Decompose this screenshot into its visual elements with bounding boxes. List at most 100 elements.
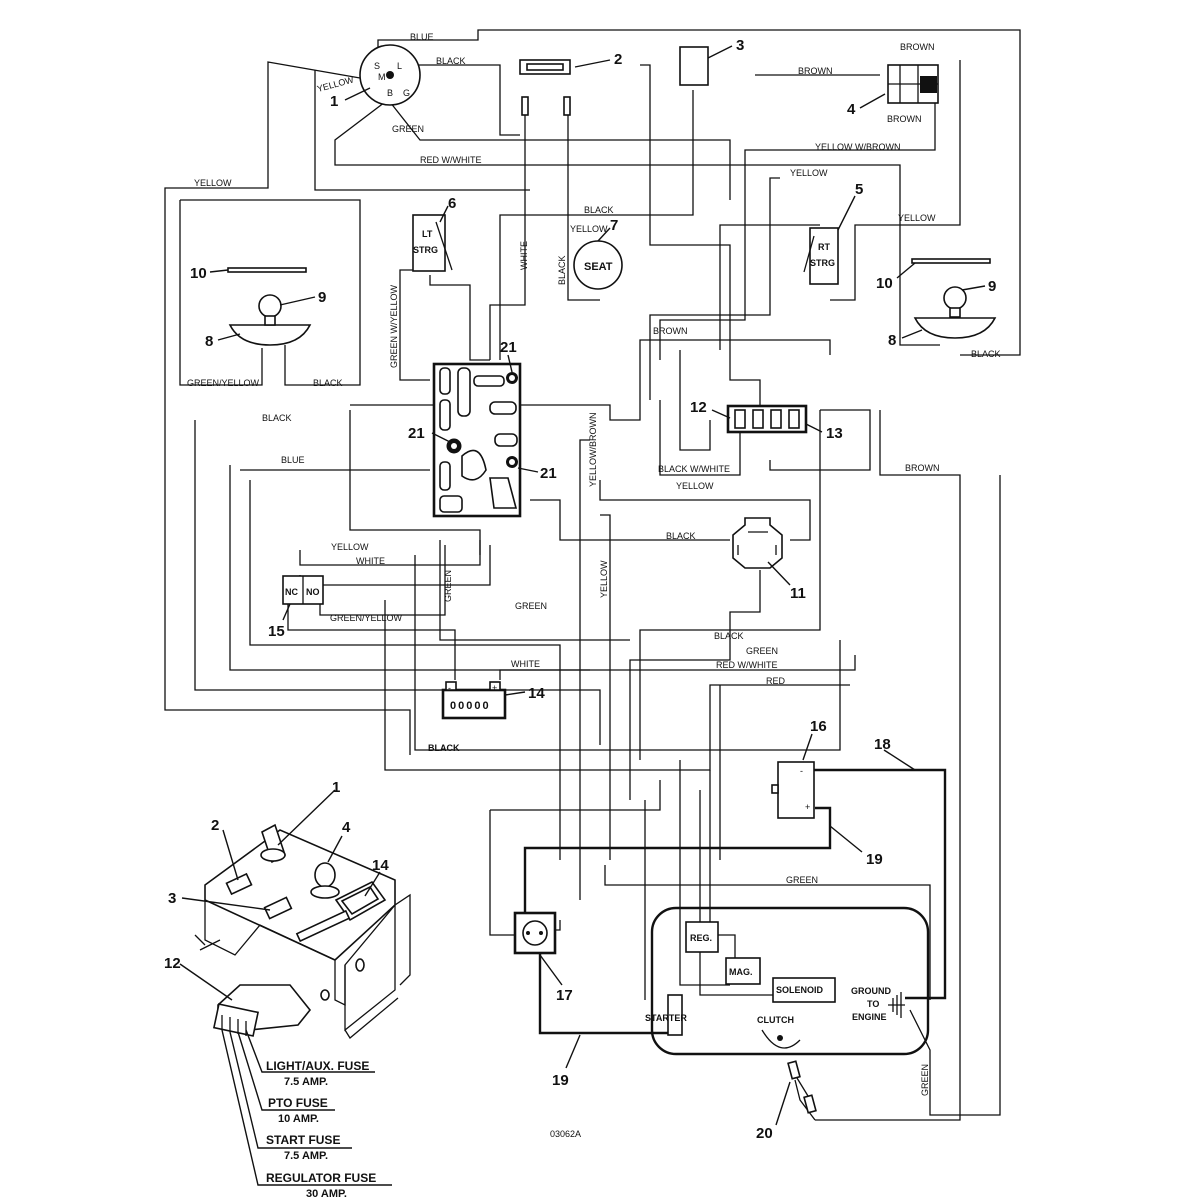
rt-strg-label-2: STRG (810, 258, 835, 268)
callout-rt-strg: 5 (855, 181, 863, 198)
starter-solenoid (513, 911, 557, 955)
ignition-switch: S L M B G (359, 44, 421, 106)
callout-fuse-block-13: 13 (826, 425, 843, 442)
wire-label: BLACK (313, 378, 343, 388)
wire-label: GREEN/YELLOW (187, 378, 260, 388)
fuse-pto-name: PTO FUSE (268, 1096, 328, 1110)
callout-diode-c: 21 (540, 465, 557, 482)
callout-ignition-switch: 1 (330, 93, 338, 110)
callout-clutch-connector: 20 (756, 1125, 773, 1142)
wire-label: RED W/WHITE (420, 155, 482, 165)
relay-4 (887, 64, 939, 104)
ground-label-3: ENGINE (852, 1012, 887, 1022)
wire-color-labels: BLUE BLACK YELLOW GREEN RED W/WHITE BROW… (187, 32, 1001, 1096)
callout-dash-1: 1 (332, 779, 340, 796)
callout-dash-14: 14 (372, 857, 389, 874)
callout-relay-11: 11 (790, 585, 806, 602)
hour-meter-plus: + (492, 683, 497, 693)
fuse-legend: LIGHT/AUX. FUSE 7.5 AMP. PTO FUSE 10 AMP… (266, 1059, 376, 1200)
callout-lens-left: 10 (190, 265, 207, 282)
wire-label: BROWN (798, 66, 833, 76)
callout-diode-a: 21 (500, 339, 517, 356)
ignition-terminal-m: M (378, 72, 386, 82)
relay-11 (732, 517, 783, 569)
wire-label: YELLOW W/BROWN (815, 142, 901, 152)
wire-label: BLACK W/WHITE (658, 464, 730, 474)
callout-seat-switch: 7 (610, 217, 618, 234)
callout-lt-strg: 6 (448, 195, 456, 212)
callout-dash-4: 4 (342, 819, 351, 836)
wire-label: BROWN (900, 42, 935, 52)
fuse-light-aux-rating: 7.5 AMP. (284, 1076, 328, 1088)
wire-label: BLACK (584, 205, 614, 215)
callout-dash-3: 3 (168, 890, 176, 907)
fuse-block-12-13 (726, 404, 808, 434)
ground-label-1: GROUND (851, 986, 891, 996)
reg-label: REG. (690, 933, 712, 943)
nc-no-switch: NC NO (282, 575, 324, 605)
callout-hour-meter: 14 (528, 685, 545, 702)
rt-strg-label-1: RT (818, 242, 830, 252)
battery-plus: + (805, 802, 810, 812)
wire-label: GREEN (392, 124, 424, 134)
dash-panel-illustration (194, 823, 411, 1186)
light-switch (519, 59, 571, 116)
callout-diode-b: 21 (408, 425, 425, 442)
clutch-label: CLUTCH (757, 1015, 794, 1025)
fuse-light-aux-name: LIGHT/AUX. FUSE (266, 1059, 369, 1073)
wire-label: GREEN (786, 875, 818, 885)
seat-label: SEAT (584, 261, 613, 273)
wire-label: GREEN (515, 601, 547, 611)
wire-label: YELLOW (676, 481, 714, 491)
callout-numbers: 1 2 3 4 5 6 7 8 9 10 8 9 10 21 21 21 12 … (164, 37, 996, 1142)
diagram-code: 03062A (550, 1129, 581, 1139)
fuse-start-name: START FUSE (266, 1133, 340, 1147)
wire-label: GREEN W/YELLOW (389, 284, 399, 368)
rt-strg-switch: RT STRG (803, 227, 839, 285)
wire-label: YELLOW (570, 224, 608, 234)
no-label: NO (306, 587, 320, 597)
callout-dash-12: 12 (164, 955, 181, 972)
callout-fuse-block-12: 12 (690, 399, 707, 416)
hour-meter-digits: 00000 (450, 700, 491, 712)
wire-label: BLUE (410, 32, 434, 42)
wire-label: WHITE (511, 659, 540, 669)
clutch-connector (787, 1060, 817, 1114)
pto-switch (679, 46, 709, 86)
wire-label: GREEN (746, 646, 778, 656)
wire-label: YELLOW (194, 178, 232, 188)
wire-label: YELLOW (316, 74, 355, 93)
callout-lens-right: 10 (876, 275, 893, 292)
engine: REG. MAG. SOLENOID STARTER CLUTCH GROUND… (645, 906, 930, 1056)
ignition-terminal-g: G (403, 88, 410, 98)
wire-label: YELLOW (331, 542, 369, 552)
callout-battery-cable: 18 (874, 736, 891, 753)
fuse-pto-rating: 10 AMP. (278, 1113, 319, 1125)
callout-dash-2: 2 (211, 817, 219, 834)
wire-label: WHITE (356, 556, 385, 566)
wire-label: YELLOW/BROWN (588, 412, 598, 487)
callout-headlight-right: 8 (888, 332, 896, 349)
wire-label: RED (766, 676, 786, 686)
wire-label: GREEN (920, 1064, 930, 1096)
wire-label: BLACK (557, 255, 567, 285)
wire-label: YELLOW (599, 560, 609, 598)
ignition-terminal-b: B (387, 88, 393, 98)
wire-label: BLUE (281, 455, 305, 465)
callout-light-switch: 2 (614, 51, 622, 68)
wire-label: BLACK (971, 349, 1001, 359)
hour-meter-minus: - (448, 683, 451, 693)
callout-battery: 16 (810, 718, 827, 735)
ignition-terminal-l: L (397, 61, 402, 71)
wire-label: BROWN (887, 114, 922, 124)
lt-strg-label-1: LT (422, 229, 433, 239)
lt-strg-switch: LT STRG (412, 214, 453, 272)
wire-label: BROWN (905, 463, 940, 473)
wire-label: BLACK (436, 56, 466, 66)
callout-bulb-left: 9 (318, 289, 326, 306)
callout-relay-4: 4 (847, 101, 856, 118)
wire-label: GREEN (443, 570, 453, 602)
callout-bulb-right: 9 (988, 278, 996, 295)
wire-label: BLACK (714, 631, 744, 641)
